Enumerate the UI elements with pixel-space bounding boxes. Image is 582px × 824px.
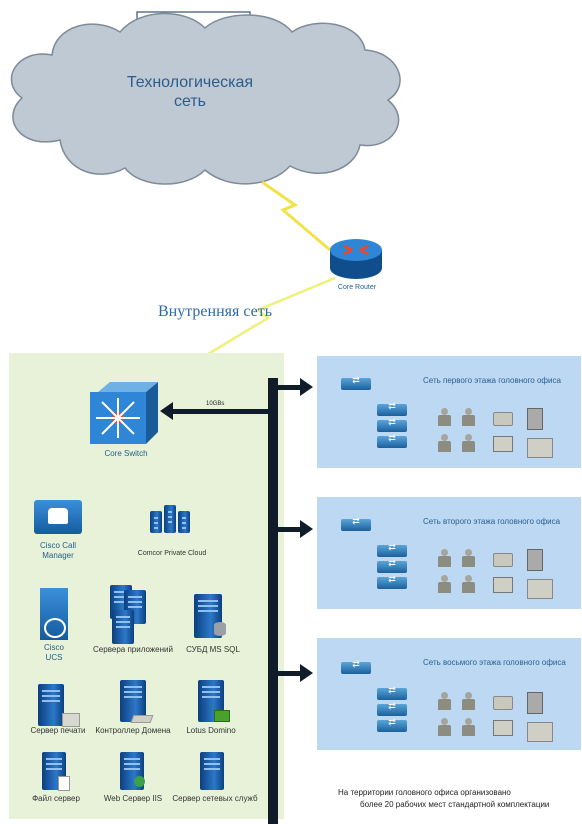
access-switch-icon (377, 542, 407, 557)
floor8-link (278, 671, 302, 676)
workstation-user-icon (461, 692, 475, 710)
access-switch-icon (377, 417, 407, 432)
workstation-user-icon (437, 434, 451, 452)
floor1-arrow-head (300, 378, 313, 396)
file-server-label: Файл сервер (32, 794, 80, 803)
backbone-bus (268, 378, 278, 824)
floor-8-network: Сеть восьмого этажа головного офиса (317, 638, 581, 750)
workstation-user-icon (437, 692, 451, 710)
printer-icon (527, 692, 543, 714)
phone-icon (493, 553, 513, 567)
floor-switch-icon (341, 516, 371, 531)
cloud-shape (10, 12, 401, 185)
domain-controller-label: Контроллер Домена (95, 726, 171, 735)
dbms-label: СУБД MS SQL (186, 645, 240, 654)
workstation-user-icon (461, 718, 475, 736)
floor-2-network: Сеть второго этажа головного офиса (317, 497, 581, 609)
laptop-icon (493, 577, 513, 593)
workstation-user-icon (461, 575, 475, 593)
access-switch-icon (377, 401, 407, 416)
floor-2-title: Сеть второго этажа головного офиса (423, 517, 561, 526)
globe-icon (134, 776, 145, 787)
access-switch-icon (377, 685, 407, 700)
workstation-user-icon (461, 549, 475, 567)
internal-network-label: Внутренняя сеть (158, 303, 273, 320)
workstation-user-icon (437, 549, 451, 567)
print-server-label: Сервер печати (30, 726, 86, 735)
network-services-icon (200, 752, 224, 790)
printer-icon (527, 549, 543, 571)
network-services-label: Сервер сетевых служб (172, 794, 258, 803)
copier-icon (527, 722, 553, 742)
cloud-label-line1: Технологическая (127, 74, 253, 91)
footnote-line-2: более 20 рабочих мест стандартной компле… (360, 800, 550, 809)
workstation-user-icon (437, 718, 451, 736)
core-link-speed: 10GBs (206, 401, 225, 407)
floor2-link (278, 527, 302, 532)
floor1-link (278, 385, 302, 390)
call-manager-label-1: Cisco Call (39, 541, 76, 550)
router-label: Core Router (337, 284, 377, 291)
workstation-user-icon (437, 408, 451, 426)
phone-icon (493, 412, 513, 426)
copier-icon (527, 438, 553, 458)
app-server-icon-3 (112, 610, 134, 644)
call-manager-label-2: Manager (42, 551, 74, 560)
ucs-label-1: Cisco (43, 643, 64, 652)
access-switch-icon (377, 433, 407, 448)
floor2-arrow-head (300, 520, 313, 538)
database-icon (214, 622, 226, 636)
phone-icon (493, 696, 513, 710)
workstation-user-icon (437, 575, 451, 593)
core-switch-icon (90, 382, 158, 444)
floor-1-network: Сеть первого этажа головного офиса (317, 356, 581, 468)
access-switch-icon (377, 717, 407, 732)
access-switch-icon (377, 574, 407, 589)
floor-1-title: Сеть первого этажа головного офиса (423, 376, 561, 385)
ucs-icon (40, 588, 68, 640)
workstation-user-icon (461, 408, 475, 426)
floor-8-title: Сеть восьмого этажа головного офиса (423, 658, 566, 667)
floor8-arrow-head (300, 664, 313, 682)
ucs-label-2: UCS (45, 653, 63, 662)
lotus-label: Lotus Domino (186, 726, 236, 735)
call-manager-icon (34, 500, 82, 534)
router-icon (330, 239, 382, 279)
print-server-icon (38, 684, 64, 726)
app-servers-label: Сервера приложений (93, 645, 173, 654)
core-link-left-arrow (160, 402, 173, 420)
web-server-label: Web Сервер IIS (103, 794, 163, 803)
technology-network-cloud: Технологическая сеть (10, 11, 401, 185)
cloud-router-link (261, 180, 331, 252)
printer-icon (62, 713, 80, 727)
laptop-icon (493, 720, 513, 736)
document-icon (58, 776, 70, 791)
access-switch-icon (377, 701, 407, 716)
copier-icon (527, 579, 553, 599)
mail-card-icon (214, 710, 230, 722)
private-cloud-icon (150, 505, 192, 535)
footnote-line-1: На территории головного офиса организова… (338, 788, 511, 797)
floor-switch-icon (341, 375, 371, 390)
printer-icon (527, 408, 543, 430)
workstation-user-icon (461, 434, 475, 452)
core-link (168, 409, 268, 414)
keyboard-icon (130, 715, 154, 723)
core-switch-label: Core Switch (104, 449, 148, 458)
cloud-label-line2: сеть (174, 93, 206, 110)
laptop-icon (493, 436, 513, 452)
private-cloud-label: Comcor Private Cloud (137, 550, 207, 557)
floor-switch-icon (341, 659, 371, 674)
access-switch-icon (377, 558, 407, 573)
